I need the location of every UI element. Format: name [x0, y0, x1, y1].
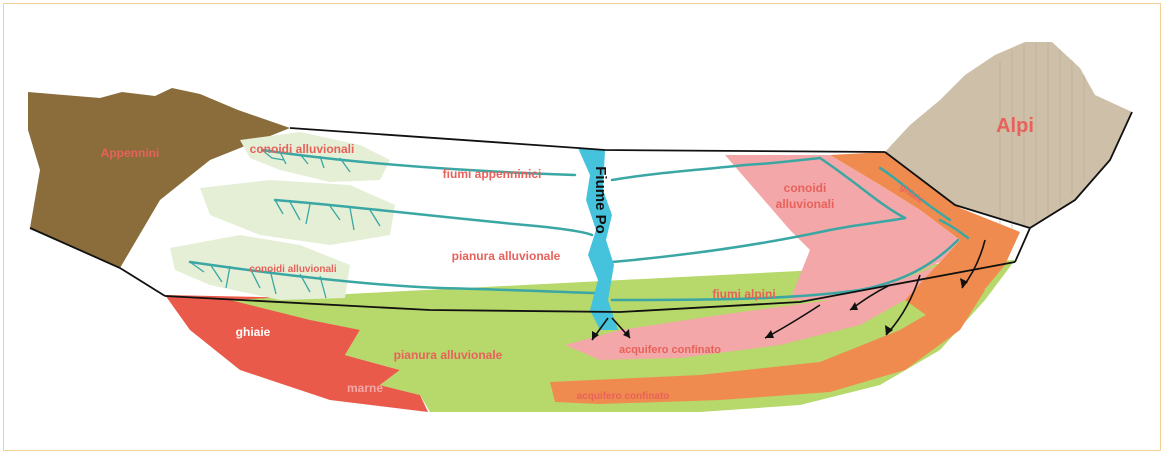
- label-appennini: Appennini: [101, 146, 160, 160]
- label-pianura-top: pianura alluvionale: [452, 249, 561, 263]
- label-alpi: Alpi: [996, 115, 1034, 137]
- label-conoidi-right-1: conoidi: [784, 181, 827, 195]
- label-ghiaie: ghiaie: [236, 325, 271, 339]
- label-marne: marne: [347, 381, 383, 395]
- label-fiumi-appenninici: fiumi appenninici: [443, 167, 542, 181]
- label-acquifero-confinato: acquifero confinato: [577, 391, 670, 402]
- label-conoidi-top: conoidi alluvionali: [250, 142, 355, 156]
- label-fiumi-alpini: fiumi alpini: [712, 287, 775, 301]
- label-conoidi-right-2: alluvionali: [776, 197, 835, 211]
- label-acquifero: acquifero confinato: [619, 344, 721, 356]
- label-fiume-po: Fiume Po: [592, 166, 609, 234]
- label-conoidi-lower-left: conoidi alluvionali: [249, 264, 336, 275]
- label-pianura-bottom: pianura alluvionale: [394, 348, 503, 362]
